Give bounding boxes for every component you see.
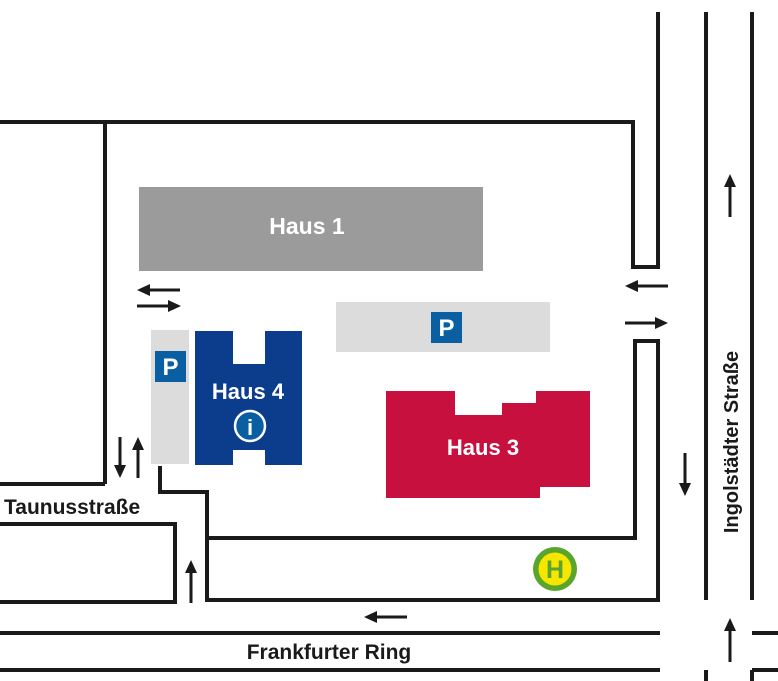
bus-stop-glyph: H: [546, 556, 564, 584]
frankfurter-ring-label: Frankfurter Ring: [247, 641, 412, 664]
ingolstaedter-strasse-label: Ingolstädter Straße: [721, 351, 743, 533]
arrow-icon-east-right: [625, 317, 668, 329]
haus1-label: Haus 1: [269, 213, 345, 239]
arrow-icon-west-right: [137, 300, 181, 312]
parking-sign-icon-west: P: [155, 351, 186, 382]
info-icon-glyph: i: [247, 415, 253, 440]
parking-sign-center-glyph: P: [438, 315, 454, 342]
parking-area-west: [151, 330, 189, 464]
haus1-building: [139, 187, 483, 271]
arrow-icon-east-left: [625, 280, 668, 292]
arrow-icon-east-lane-down: [679, 453, 691, 496]
arrow-icon-driveway-up: [185, 560, 197, 603]
road-outlines: [0, 12, 778, 681]
campus-inner-driveway: [158, 339, 660, 602]
arrow-icon-taunus-up: [132, 437, 144, 478]
taunusstrasse-label: Taunusstraße: [4, 496, 140, 519]
haus3-building: [386, 391, 590, 498]
bus-stop-icon: H: [533, 547, 577, 591]
arrow-icon-west-left: [137, 284, 180, 296]
direction-arrows: [114, 174, 736, 662]
arrow-icon-frankfurter-left: [364, 611, 407, 623]
parking-sign-icon-center: P: [431, 312, 462, 343]
arrow-icon-ingolstaedter-up: [724, 174, 736, 217]
haus4-label: Haus 4: [212, 379, 285, 404]
haus4-building: [195, 331, 302, 465]
parking-sign-west-glyph: P: [162, 354, 178, 381]
taunusstrasse-south-edge: [0, 522, 177, 604]
arrow-icon-ingolstaedter-lower-up: [724, 618, 736, 662]
campus-outer-boundary: [0, 12, 660, 269]
haus3-label: Haus 3: [447, 435, 519, 460]
info-icon: i: [233, 409, 267, 443]
arrow-icon-taunus-down: [114, 437, 126, 478]
